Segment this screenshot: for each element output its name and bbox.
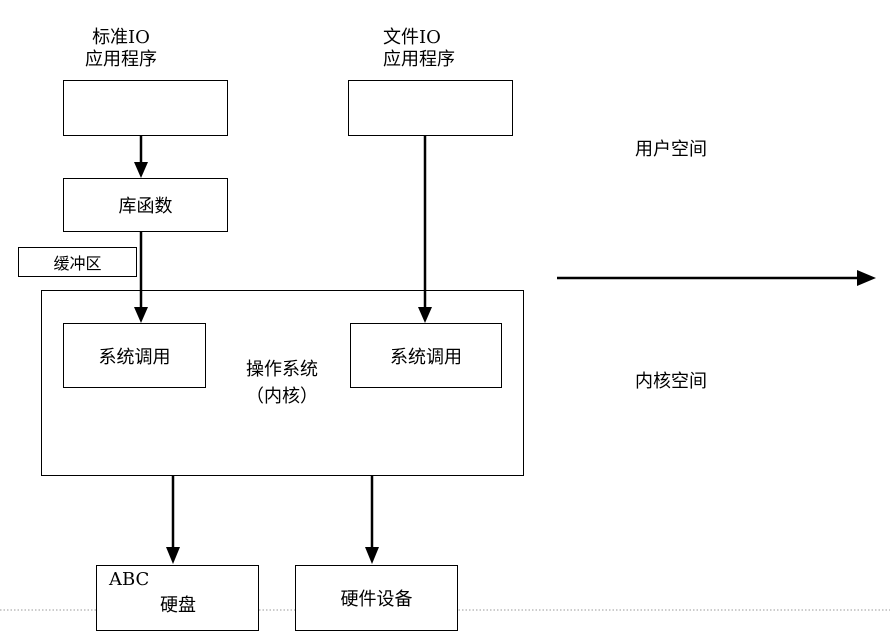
syscall-box-right: 系统调用 xyxy=(350,323,502,388)
hardware-device-label: 硬件设备 xyxy=(340,589,413,610)
buffer-label: 缓冲区 xyxy=(53,254,102,273)
file-io-label-line2: 应用程序 xyxy=(383,49,455,70)
operating-system-label: 操作系统 （内核） xyxy=(232,356,332,410)
file-io-app-box xyxy=(348,80,513,136)
os-label-line2: （内核） xyxy=(246,386,318,407)
buffer-box: 缓冲区 xyxy=(18,247,137,277)
disk-box: ABC 硬盘 xyxy=(96,565,259,631)
os-label-line1: 操作系统 xyxy=(246,359,318,380)
disk-prefix-label: ABC xyxy=(109,569,150,590)
syscall-left-label: 系统调用 xyxy=(98,346,171,368)
std-io-label-line1: 标准IO xyxy=(92,27,150,48)
std-io-app-box xyxy=(63,80,228,136)
syscall-box-left: 系统调用 xyxy=(63,323,206,388)
hardware-device-box: 硬件设备 xyxy=(295,565,458,631)
syscall-right-label: 系统调用 xyxy=(390,346,462,368)
file-io-app-label: 文件IO 应用程序 xyxy=(383,27,455,71)
library-functions-box: 库函数 xyxy=(63,178,228,232)
std-io-label-line2: 应用程序 xyxy=(85,49,157,70)
user-space-label: 用户空间 xyxy=(635,139,707,160)
library-functions-label: 库函数 xyxy=(118,196,173,217)
file-io-label-line1: 文件IO xyxy=(383,27,441,48)
std-io-app-label: 标准IO 应用程序 xyxy=(81,27,161,71)
disk-label: 硬盘 xyxy=(160,595,196,616)
kernel-space-label: 内核空间 xyxy=(635,371,707,392)
